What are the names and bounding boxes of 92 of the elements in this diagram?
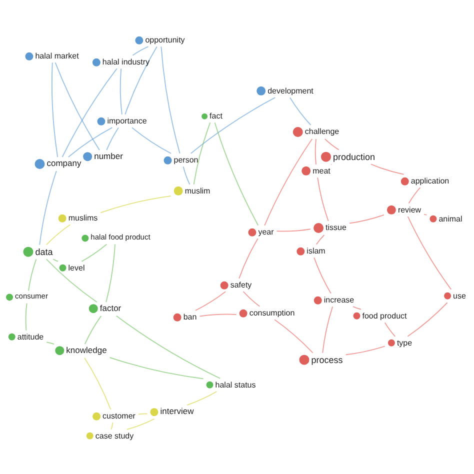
keyword-label: increase	[324, 295, 354, 305]
keyword-label: data	[35, 246, 53, 258]
keyword-label: number	[94, 152, 123, 162]
link-line	[317, 177, 329, 222]
keyword-label: company	[46, 159, 82, 169]
keyword-label: islam	[306, 246, 326, 256]
keyword-label: food product	[362, 311, 407, 321]
keyword-label: application	[410, 176, 450, 186]
link-line	[132, 127, 172, 154]
keyword-label: customer	[102, 411, 136, 421]
keyword-label: case study	[95, 431, 134, 441]
keyword-label: year	[258, 227, 274, 237]
link-line	[370, 164, 404, 175]
link-line	[214, 122, 259, 226]
keyword-label: fact	[210, 111, 222, 121]
link-line	[28, 258, 37, 292]
link-line	[109, 357, 204, 380]
link-line	[324, 138, 340, 150]
link-line	[193, 122, 211, 185]
link-line	[46, 258, 98, 303]
link-line	[106, 244, 116, 303]
link-line	[182, 166, 190, 185]
link-line	[195, 291, 226, 311]
link-line	[274, 319, 314, 354]
keyword-label: production	[332, 152, 376, 162]
keyword-label: consumption	[249, 308, 295, 318]
keyword-label: ban	[183, 312, 197, 322]
keyword-label: halal market	[35, 51, 79, 61]
keyword-label: interview	[160, 407, 194, 417]
link-line	[264, 138, 313, 226]
link-line	[51, 62, 58, 158]
link-line	[276, 228, 311, 232]
keyword-label: factor	[100, 304, 122, 314]
link-line	[238, 238, 258, 279]
link-line	[132, 46, 149, 56]
link-line	[120, 68, 122, 115]
link-line	[290, 97, 312, 126]
keyword-label: meat	[312, 166, 330, 176]
link-line	[46, 342, 54, 345]
keyword-label: development	[268, 86, 314, 96]
keyword-label: type	[396, 338, 412, 348]
link-line	[126, 418, 155, 430]
keyword-label: tissue	[326, 223, 346, 233]
link-line	[81, 244, 108, 262]
link-line	[186, 391, 218, 406]
link-line	[407, 216, 452, 290]
link-line	[84, 357, 112, 410]
link-line	[25, 302, 28, 331]
link-line	[190, 97, 276, 154]
link-line	[407, 302, 448, 337]
link-line	[408, 187, 421, 204]
keyword-label: halal status	[215, 380, 256, 390]
link-line	[52, 258, 58, 262]
link-line	[424, 214, 428, 216]
link-line	[384, 322, 396, 337]
link-line	[352, 306, 362, 310]
link-line	[124, 46, 158, 115]
link-line	[39, 170, 57, 246]
keyword-label: use	[453, 291, 466, 301]
keyword-label: muslims	[68, 213, 98, 223]
link-line	[138, 413, 148, 415]
keyword-label: person	[174, 155, 198, 165]
link-line	[54, 62, 100, 151]
link-line	[314, 138, 316, 165]
link-line	[106, 127, 119, 151]
link-line	[314, 257, 332, 294]
keyword-label: halal industry	[102, 57, 150, 67]
link-line	[316, 234, 325, 245]
keyword-label: muslim	[184, 186, 210, 196]
keyword-label: animal	[438, 214, 462, 224]
link-line	[345, 346, 386, 356]
link-line	[242, 291, 260, 307]
keyword-label: level	[68, 263, 85, 273]
keyword-label: review	[398, 205, 422, 215]
link-line	[46, 224, 71, 246]
link-line	[116, 315, 221, 379]
link-line	[199, 314, 237, 317]
link-line	[160, 46, 180, 154]
link-line	[62, 68, 118, 158]
link-line	[322, 306, 334, 354]
keyword-label: process	[311, 354, 343, 366]
keyword-label: challenge	[304, 127, 340, 137]
link-line	[110, 422, 114, 430]
keyword-label: knowledge	[66, 346, 107, 356]
link-line	[68, 127, 113, 158]
link-line	[349, 214, 384, 224]
link-line	[100, 196, 172, 214]
keyword-label: importance	[107, 116, 147, 126]
keyword-label: safety	[230, 280, 252, 290]
keyword-label: opportunity	[145, 35, 185, 45]
keyword-label: attitude	[17, 332, 44, 342]
link-line	[84, 315, 102, 345]
